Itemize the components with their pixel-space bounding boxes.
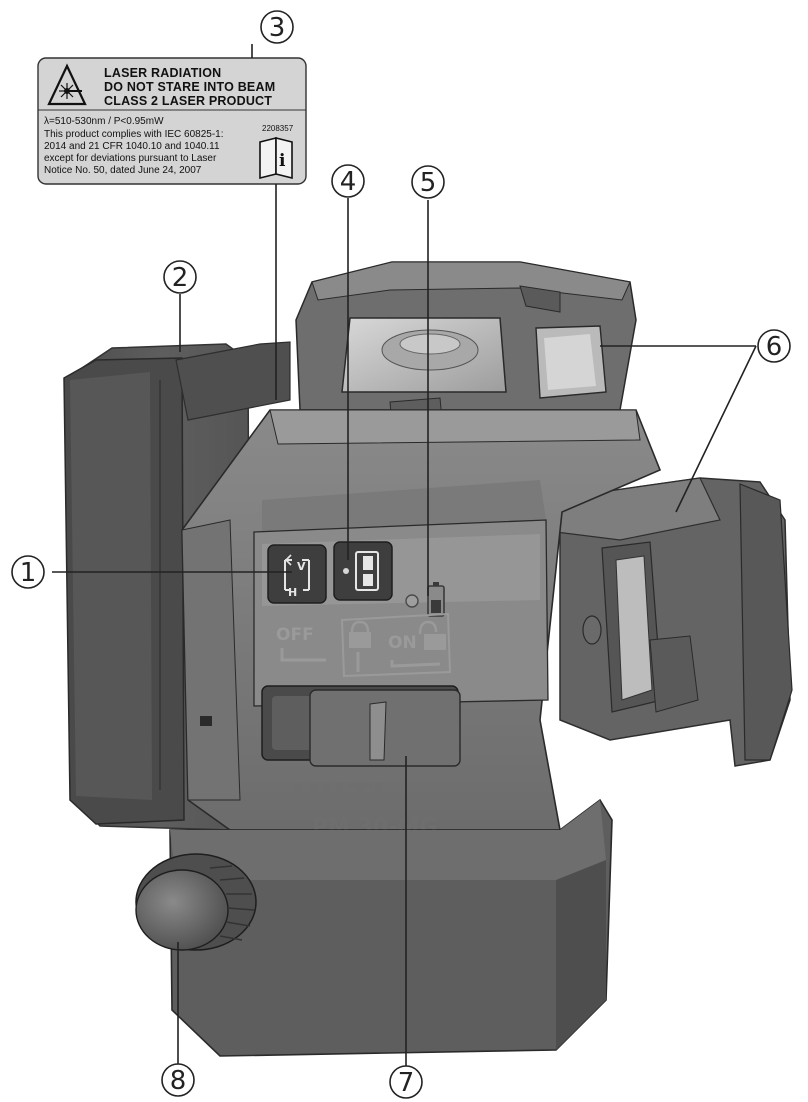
on-off-lock-switch[interactable] [261, 685, 461, 767]
rotate-arrow-icon [284, 554, 292, 566]
base [169, 716, 613, 1057]
label-line-2: DO NOT STARE INTO BEAM [104, 80, 275, 94]
battery-icon [355, 551, 379, 591]
callout-4-number: 4 [340, 167, 357, 197]
on-label: ON [388, 633, 417, 653]
off-label: OFF [276, 625, 314, 645]
manual-info-icon: i [259, 136, 293, 180]
callout-1-number: 1 [20, 558, 37, 588]
label-line-3: CLASS 2 LASER PRODUCT [104, 94, 272, 108]
svg-text:i: i [279, 151, 286, 171]
callout-7: 7 [389, 1065, 423, 1099]
lock-open-icon [418, 620, 446, 650]
label-compliance-2: 2014 and 21 CFR 1040.10 and 1040.11 [44, 141, 220, 152]
callout-4: 4 [331, 164, 365, 198]
status-led [405, 582, 445, 617]
laser-window-front [341, 317, 507, 393]
brand-emboss: HILTI PM 30-MG [292, 777, 437, 840]
callout-5-number: 5 [420, 168, 437, 198]
battery-indicator-button[interactable] [333, 541, 393, 601]
callout-6: 6 [757, 329, 791, 363]
callouts [52, 44, 757, 1066]
adjustment-knob[interactable] [135, 853, 257, 951]
callout-2-number: 2 [172, 263, 189, 293]
brand-name: HILTI [292, 777, 385, 817]
mode-h-label: H [288, 586, 297, 599]
callout-8-number: 8 [170, 1066, 187, 1096]
callout-7-number: 7 [398, 1068, 415, 1098]
warning-label: LASER RADIATION DO NOT STARE INTO BEAM C… [37, 57, 307, 185]
side-housing [538, 477, 793, 767]
label-line-1: LASER RADIATION [104, 66, 221, 80]
label-compliance-4: Notice No. 50, dated June 24, 2007 [44, 165, 202, 176]
mode-v-label: V [297, 560, 306, 573]
callout-5: 5 [411, 165, 445, 199]
label-part-number: 2208357 [262, 124, 294, 133]
label-compliance-1: This product complies with IEC 60825-1: [44, 129, 224, 140]
laser-head [295, 261, 637, 425]
callout-6-number: 6 [766, 332, 783, 362]
laser-level-device: V H OFF [63, 261, 793, 1057]
control-panel [253, 519, 549, 707]
laser-window-right [535, 325, 607, 399]
laser-warning-icon [47, 63, 87, 106]
switch-legend: OFF ON [276, 612, 452, 678]
mode-button[interactable]: V H [267, 544, 327, 604]
callout-3: 3 [260, 10, 294, 44]
callout-3-number: 3 [269, 13, 286, 43]
lock-closed-icon [349, 620, 371, 648]
callout-1: 1 [11, 555, 45, 589]
label-compliance-3: except for deviations pursuant to Laser [44, 153, 217, 164]
battery-status-icon [427, 582, 445, 617]
callout-8: 8 [161, 1063, 195, 1097]
callout-2: 2 [163, 260, 197, 294]
label-spec: λ=510-530nm / P<0.95mW [44, 116, 164, 127]
